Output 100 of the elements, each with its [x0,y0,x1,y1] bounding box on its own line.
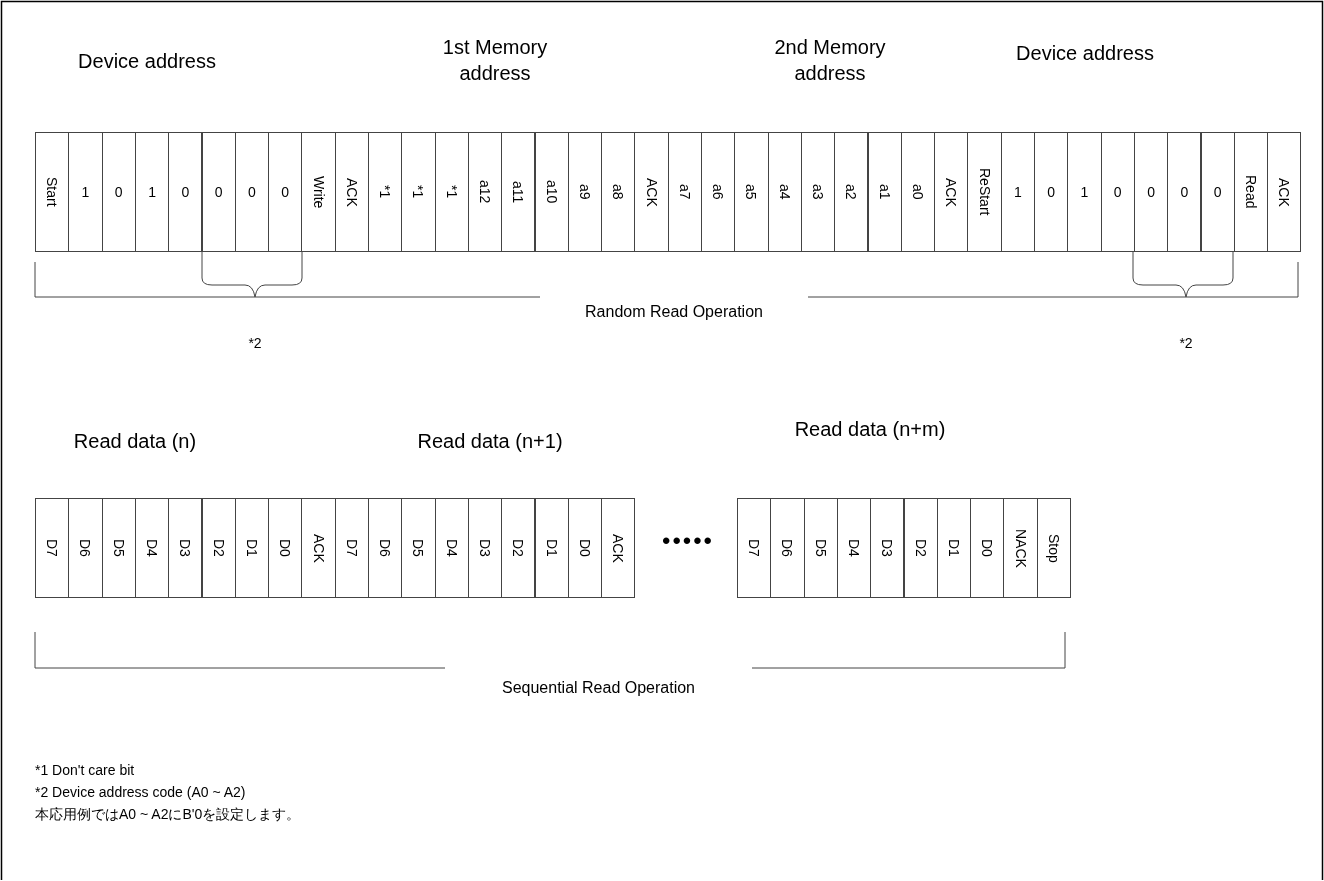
bit-label: D1 [243,539,260,557]
bit-label: 0 [1113,184,1122,200]
footnote: 本応用例ではA0 ~ A2にB'0を設定します。 [35,806,301,824]
bit-cell [35,132,70,252]
bit-label: D3 [477,539,494,557]
bit-label: D0 [979,539,996,557]
bit-label: D5 [110,539,127,557]
field-heading: Device address [1015,41,1155,66]
bit-label: D2 [912,539,929,557]
data-heading: Read data (n+m) [793,417,947,442]
operation-label: Random Read Operation [584,302,764,322]
bit-label: ACK [343,177,360,207]
bit-cell [1034,132,1069,252]
bit-cell [601,498,636,598]
bit-cell [501,132,536,252]
bit-label: 0 [181,184,190,200]
bit-cell [701,132,736,252]
bit-label: 1 [1013,184,1022,200]
bit-cell [834,132,869,252]
bit-cell [970,498,1005,598]
bit-cell [1036,498,1071,598]
bit-cell [1267,132,1302,252]
bit-label: NACK [1012,528,1029,568]
bit-cell [101,498,136,598]
bit-label: D4 [443,539,460,557]
bit-cell [334,132,369,252]
bit-cell [1100,132,1135,252]
bit-cell [401,498,436,598]
bit-label: a7 [676,184,693,200]
bit-label: D2 [210,539,227,557]
bit-cell [903,498,938,598]
bit-label: a2 [843,184,860,200]
bit-label: Write [310,175,327,209]
bit-cell [268,132,303,252]
bit-label: 0 [1180,184,1189,200]
bit-label: 0 [1213,184,1222,200]
bit-cell [1200,132,1235,252]
bit-cell [301,132,336,252]
bit-cell [201,132,236,252]
ellipsis-dots: ••••• [661,528,715,554]
bit-cell [934,132,969,252]
bit-label: ACK [943,177,960,207]
bit-label: a0 [909,184,926,200]
bit-cell [867,132,902,252]
bit-cell [534,132,569,252]
bit-cell [68,132,103,252]
bit-cell [803,498,838,598]
bit-cell [301,498,336,598]
bit-cell [1167,132,1202,252]
bit-label: D5 [812,539,829,557]
data-heading: Read data (n+1) [416,429,564,454]
bit-label: D6 [377,539,394,557]
bit-label: a3 [810,184,827,200]
bit-label: D1 [543,539,560,557]
bit-label: D4 [846,539,863,557]
bit-cell [35,498,70,598]
bit-label: *1 [377,185,394,199]
bit-cell [434,132,469,252]
bit-label: 0 [214,184,223,200]
bit-label: D2 [510,539,527,557]
bit-label: 0 [114,184,123,200]
bit-cell [534,498,569,598]
bit-cell [334,498,369,598]
bit-cell [268,498,303,598]
bit-cell [368,498,403,598]
bit-label: 0 [1047,184,1056,200]
field-heading: 1st Memory address [441,35,549,86]
bit-label: D7 [343,539,360,557]
bit-label: a9 [576,184,593,200]
bit-label: ReStart [976,168,993,216]
bit-label: a8 [610,184,627,200]
bit-cell [634,132,669,252]
operation-label: Sequential Read Operation [501,678,696,698]
bit-label: 0 [248,184,256,200]
bit-label: a6 [710,184,727,200]
footnote-mark: *2 [247,334,263,353]
bit-label: D7 [44,539,61,557]
bit-cell [1000,132,1035,252]
bit-label: *1 [443,185,460,199]
footnote-mark: *2 [1178,334,1194,353]
bit-cell [967,132,1002,252]
bit-label: a11 [510,180,527,204]
bit-cell [870,498,905,598]
bit-label: Stop [1045,533,1062,563]
bit-cell [368,132,403,252]
field-heading: 2nd Memory address [773,35,887,86]
bit-label: a1 [876,184,893,200]
bit-cell [734,132,769,252]
bit-label: D4 [144,539,161,557]
bit-cell [168,498,203,598]
bit-cell [1067,132,1102,252]
bit-label: Read [1242,175,1259,209]
bit-cell [767,132,802,252]
bit-label: 1 [81,184,90,200]
bit-label: a12 [477,180,494,204]
footnote: *2 Device address code (A0 ~ A2) [35,784,246,800]
bit-label: D7 [746,539,763,557]
bit-label: Start [44,177,61,207]
bit-label: D6 [77,539,94,557]
footnote: *1 Don't care bit [35,762,135,778]
